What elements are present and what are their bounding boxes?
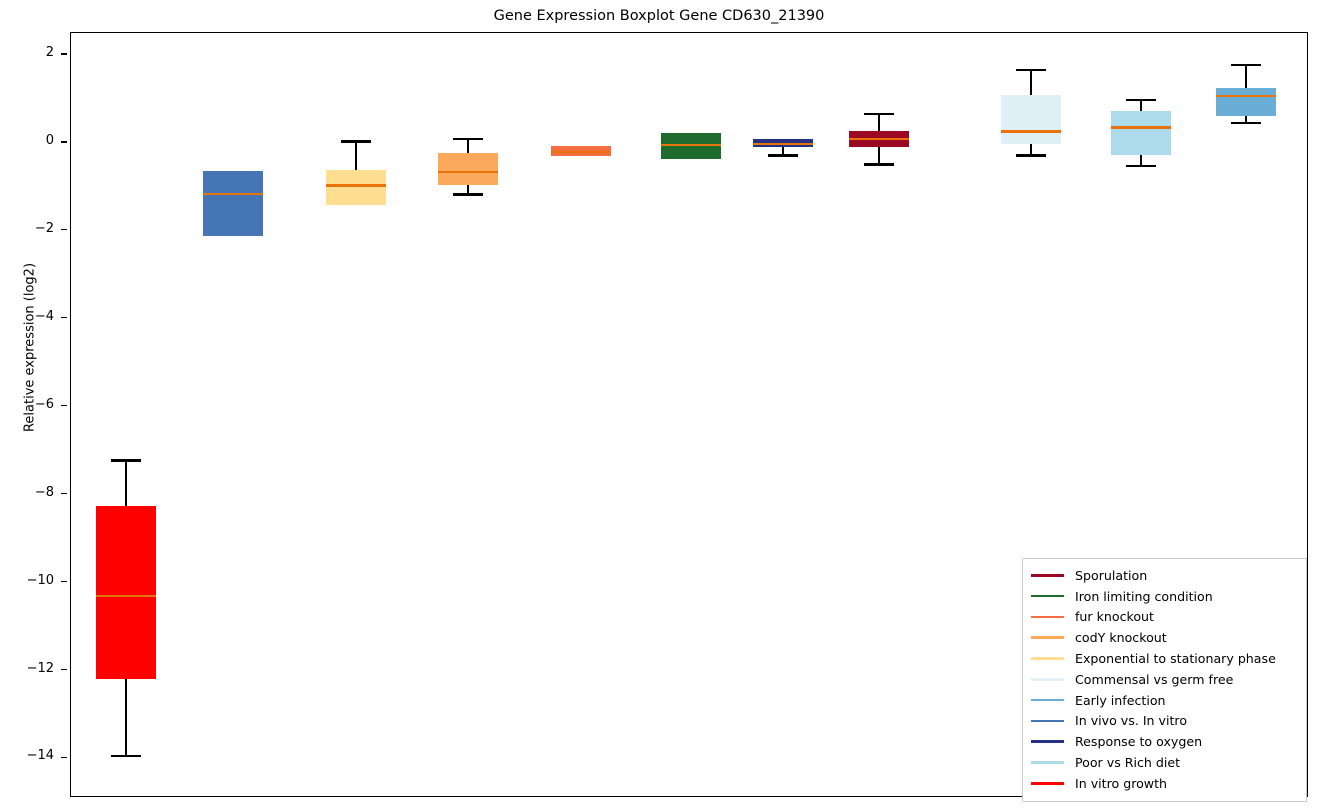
legend-item: Exponential to stationary phase — [1023, 648, 1306, 669]
legend-color-swatch — [1031, 698, 1064, 702]
legend-item: Commensal vs germ free — [1023, 669, 1306, 690]
legend-item-label: Commensal vs germ free — [1075, 671, 1234, 687]
legend-item: Sporulation — [1023, 565, 1306, 586]
box-body — [1216, 87, 1276, 116]
median-line — [203, 193, 263, 196]
whisker-cap-lower — [1231, 121, 1261, 125]
whisker-upper — [125, 460, 127, 506]
y-axis-tick-mark — [61, 53, 67, 55]
median-line — [1216, 94, 1276, 97]
whisker-lower — [125, 679, 127, 757]
y-axis-tick-label: −14 — [26, 748, 54, 764]
legend-color-swatch — [1031, 719, 1064, 723]
y-axis-tick-mark — [61, 141, 67, 143]
legend-item: Poor vs Rich diet — [1023, 752, 1306, 773]
whisker-cap-lower — [768, 154, 798, 157]
page-title: Gene Expression Boxplot Gene CD630_21390 — [493, 8, 825, 24]
whisker-cap-upper — [1126, 98, 1156, 102]
legend-item: fur knockout — [1023, 607, 1306, 628]
legend-item-label: Sporulation — [1075, 567, 1148, 583]
whisker-lower — [878, 146, 880, 165]
whisker-upper — [355, 141, 357, 170]
y-axis-tick-mark — [61, 493, 67, 495]
whisker-upper — [1245, 65, 1247, 88]
legend-color-swatch — [1031, 782, 1064, 785]
whisker-lower — [467, 185, 469, 195]
legend-color-swatch — [1031, 594, 1064, 598]
median-line — [1001, 130, 1061, 133]
whisker-cap-lower — [1016, 154, 1046, 157]
whisker-cap-lower — [111, 755, 141, 758]
whisker-upper — [467, 138, 469, 154]
whisker-lower — [782, 146, 784, 156]
median-line — [438, 170, 498, 174]
median-line — [849, 138, 909, 141]
legend-item-label: Exponential to stationary phase — [1075, 651, 1276, 667]
box-body — [96, 505, 156, 680]
legend-item: Iron limiting condition — [1023, 586, 1306, 607]
median-line — [661, 144, 721, 147]
legend-item-label: fur knockout — [1075, 609, 1154, 625]
whisker-cap-upper — [111, 459, 141, 462]
y-axis-tick-mark — [61, 756, 67, 759]
whisker-cap-lower — [453, 193, 483, 196]
whisker-lower — [1140, 154, 1142, 167]
y-axis-tick-label: −6 — [34, 396, 54, 412]
y-axis-tick-label: 2 — [45, 44, 54, 60]
legend-color-swatch — [1031, 615, 1064, 619]
median-line — [551, 150, 611, 153]
median-line — [96, 594, 156, 597]
legend-item-label: In vitro growth — [1075, 775, 1168, 791]
median-line — [753, 142, 813, 145]
legend-item: Early infection — [1023, 690, 1306, 711]
whisker-lower — [1030, 143, 1032, 156]
y-axis-tick-mark — [61, 229, 67, 231]
y-axis-tick-mark — [61, 405, 67, 407]
legend-item-label: codY knockout — [1075, 630, 1167, 646]
box-body — [438, 153, 498, 186]
legend-color-swatch — [1031, 678, 1064, 681]
y-axis-tick-label: −12 — [26, 660, 54, 676]
median-line — [326, 184, 386, 187]
whisker-cap-upper — [1016, 68, 1046, 72]
whisker-cap-upper — [341, 140, 371, 143]
legend-item: In vitro growth — [1023, 773, 1306, 794]
median-line — [1111, 126, 1171, 129]
legend-color-swatch — [1031, 740, 1064, 744]
whisker-upper — [878, 113, 880, 132]
box-body — [326, 169, 386, 206]
legend-item: Response to oxygen — [1023, 731, 1306, 752]
legend-color-swatch — [1031, 574, 1064, 577]
whisker-cap-upper — [864, 112, 894, 116]
whisker-lower — [1245, 115, 1247, 124]
y-axis-tick-mark — [61, 580, 67, 583]
y-axis-tick-label: 0 — [45, 132, 54, 148]
y-axis-tick-label: −2 — [34, 220, 54, 236]
y-axis-tick-label: −10 — [26, 572, 54, 588]
legend-item-label: Early infection — [1075, 692, 1166, 708]
legend-item-label: Poor vs Rich diet — [1075, 755, 1181, 771]
whisker-upper — [1140, 99, 1142, 112]
y-axis-tick-mark — [61, 317, 67, 319]
whisker-cap-lower — [864, 163, 894, 166]
legend-item: codY knockout — [1023, 627, 1306, 648]
legend-item-label: Iron limiting condition — [1075, 588, 1213, 604]
legend-color-swatch — [1031, 636, 1064, 640]
legend-item-label: Response to oxygen — [1075, 734, 1203, 750]
y-axis-tick-label: −8 — [34, 484, 54, 500]
y-axis-tick-label: −4 — [34, 308, 54, 324]
whisker-cap-upper — [453, 137, 483, 141]
legend-color-swatch — [1031, 657, 1064, 660]
legend-item-label: In vivo vs. In vitro — [1075, 713, 1188, 729]
box-body — [1001, 94, 1061, 144]
y-axis-tick-mark — [61, 668, 67, 671]
whisker-upper — [1030, 69, 1032, 95]
legend-color-swatch — [1031, 761, 1064, 764]
whisker-cap-upper — [1231, 63, 1261, 67]
box-body — [1111, 111, 1171, 155]
legend-item: In vivo vs. In vitro — [1023, 711, 1306, 732]
box-body — [203, 171, 263, 237]
whisker-cap-lower — [1126, 165, 1156, 168]
